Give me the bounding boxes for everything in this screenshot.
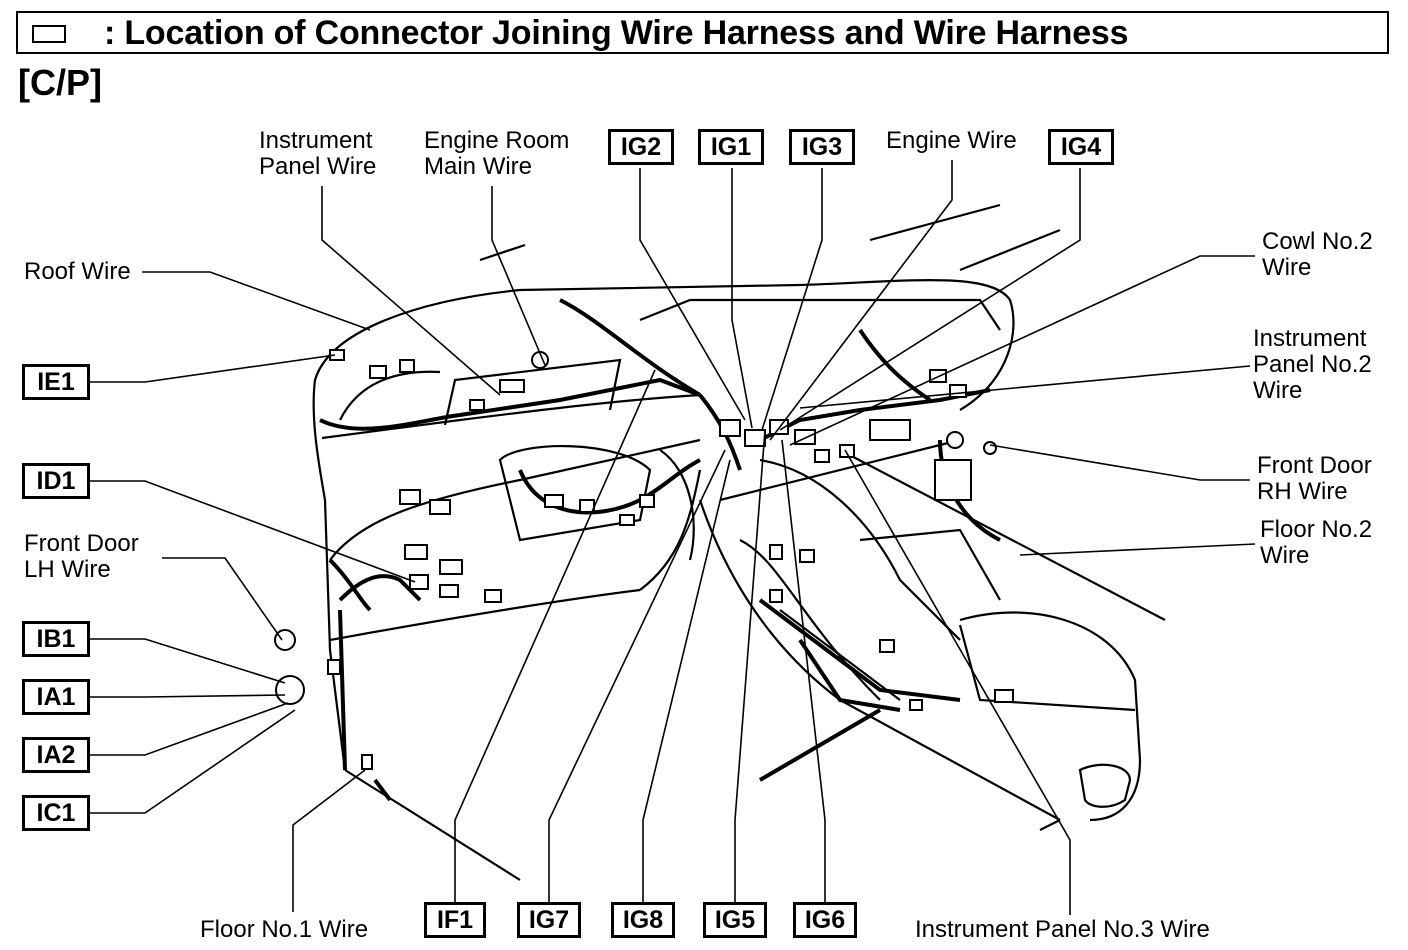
- page-subtitle: [C/P]: [18, 62, 102, 103]
- connector-ig2: IG2: [608, 129, 674, 165]
- label-engine-wire: Engine Wire: [886, 127, 1017, 154]
- label-floor-no1-wire: Floor No.1 Wire: [200, 916, 369, 943]
- label-front-door-lh-wire: Front Door LH Wire: [24, 530, 139, 583]
- connector-ib1: IB1: [22, 621, 90, 657]
- connector-shapes: [274, 349, 1014, 770]
- connector-ig1: IG1: [698, 129, 764, 165]
- label-engine-room-main-wire: Engine Room Main Wire: [424, 127, 570, 180]
- connector-ie1: IE1: [22, 364, 90, 400]
- connector-ig5: IG5: [703, 902, 767, 938]
- dashboard-outline: [312, 203, 1166, 881]
- label-instrument-panel-no2-wire: Instrument Panel No.2 Wire: [1253, 325, 1372, 404]
- label-front-door-rh-wire: Front Door RH Wire: [1257, 452, 1372, 505]
- connector-if1: IF1: [424, 902, 486, 938]
- label-cowl-no2-wire: Cowl No.2 Wire: [1262, 228, 1373, 281]
- connector-ic1: IC1: [22, 795, 90, 831]
- connector-ig3: IG3: [789, 129, 855, 165]
- leader-lines: [90, 160, 1256, 915]
- label-roof-wire: Roof Wire: [24, 258, 131, 285]
- connector-ia1: IA1: [22, 679, 90, 715]
- connector-symbol-icon: [32, 25, 66, 43]
- connector-ig8: IG8: [611, 902, 675, 938]
- label-instrument-panel-wire: Instrument Panel Wire: [259, 127, 377, 180]
- connector-ig6: IG6: [793, 902, 857, 938]
- connector-ig4: IG4: [1048, 129, 1114, 165]
- connector-id1: ID1: [22, 463, 90, 499]
- label-instrument-panel-no3-wire: Instrument Panel No.3 Wire: [915, 916, 1210, 943]
- page-title: : Location of Connector Joining Wire Har…: [104, 14, 1129, 52]
- label-floor-no2-wire: Floor No.2 Wire: [1260, 516, 1373, 569]
- title-box: : Location of Connector Joining Wire Har…: [16, 11, 1389, 54]
- connector-ia2: IA2: [22, 737, 90, 773]
- connector-ig7: IG7: [517, 902, 581, 938]
